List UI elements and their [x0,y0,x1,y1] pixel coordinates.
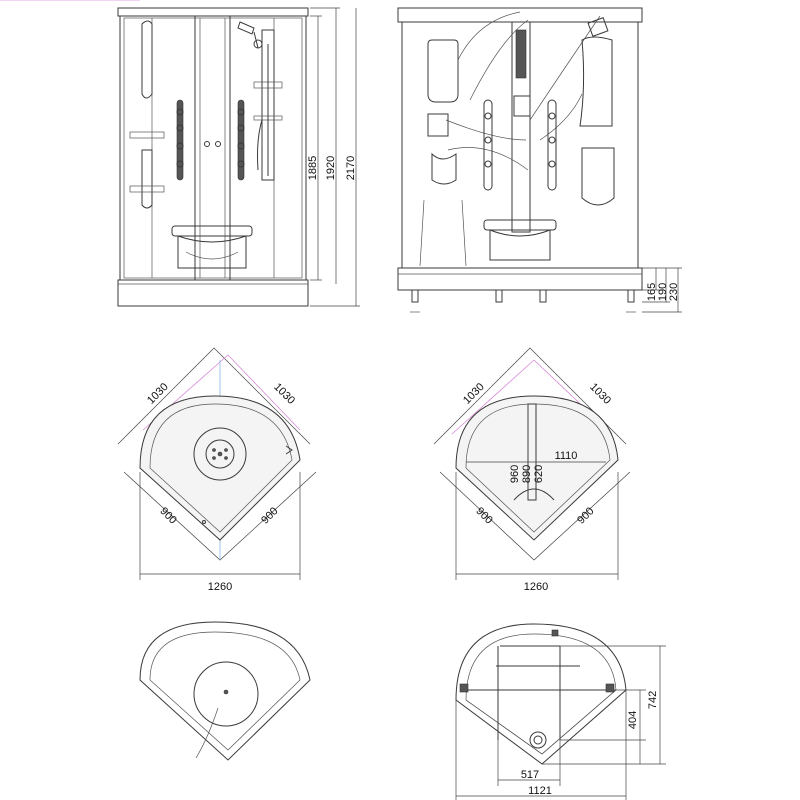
fan-icon [285,445,293,455]
dim-1121: 1121 [528,785,552,797]
dim-620: 620 [533,465,545,483]
side-base [397,267,643,291]
shower-head-icon [237,21,263,49]
plan-view-right: 1110 960 890 620 1030 1030 900 900 1260 [433,347,631,593]
plan-view-left: 1030 1030 900 900 1260 [0,0,317,593]
dim-1030-left: 1030 [461,381,487,407]
drain-area [193,661,259,727]
steam-generator [427,39,459,185]
back-panel-lower [581,147,615,206]
body-jets-back-left [483,99,493,191]
side-base-dims [642,267,682,313]
dim-230: 230 [668,283,680,301]
front-height-dims [310,7,360,307]
back-panel-upper [579,36,613,127]
dim-1030-right: 1030 [587,381,613,407]
plan-seat [513,488,555,501]
adjustable-feet [410,289,636,313]
dim-1885: 1885 [307,156,319,180]
dim-1260: 1260 [208,581,232,593]
side-view: 165 190 230 [397,7,682,313]
drain-trap-icon [529,731,547,749]
dim-900-left: 900 [157,505,178,526]
dim-900-right: 900 [259,505,280,526]
frame-outline [455,623,627,765]
dim-1920: 1920 [325,156,337,180]
back-seat [483,219,557,261]
ceiling-shower-icon [193,427,247,481]
drain-icon [223,689,229,695]
back-column [511,21,531,233]
dim-1030-right: 1030 [271,381,297,407]
front-view: 1885 1920 2170 [117,7,360,307]
dim-165: 165 [646,283,658,301]
body-jets-back-right [547,99,557,191]
front-top-cap [117,7,309,17]
shower-column [261,29,275,181]
dim-742: 742 [647,691,659,709]
dim-1030-left: 1030 [145,381,171,407]
body-jets-right [237,99,245,181]
dim-900-right: 900 [575,505,596,526]
tray-frame-view: 517 1121 404 742 [455,623,666,800]
tray-outline [139,621,311,761]
dim-960: 960 [509,465,521,483]
dim-404: 404 [627,711,639,729]
left-panel-mirror [141,20,153,99]
dim-190: 190 [657,283,669,301]
side-top-cap [397,7,643,23]
front-frame [119,15,307,281]
tray-top-view [139,621,311,761]
dim-890: 890 [521,465,533,483]
door-knob-icon [215,141,221,147]
dim-1260: 1260 [524,581,548,593]
body-jets-left [176,99,184,181]
dim-2170: 2170 [345,156,357,180]
dim-517: 517 [521,769,539,781]
dim-900-left: 900 [473,505,494,526]
shower-tray [117,279,309,307]
seat [171,225,253,269]
dim-1110: 1110 [555,450,578,462]
foot-icon [605,683,615,693]
door-knob-icon [204,141,210,147]
plan-right-outline [455,395,619,541]
foot-icon [459,683,469,693]
